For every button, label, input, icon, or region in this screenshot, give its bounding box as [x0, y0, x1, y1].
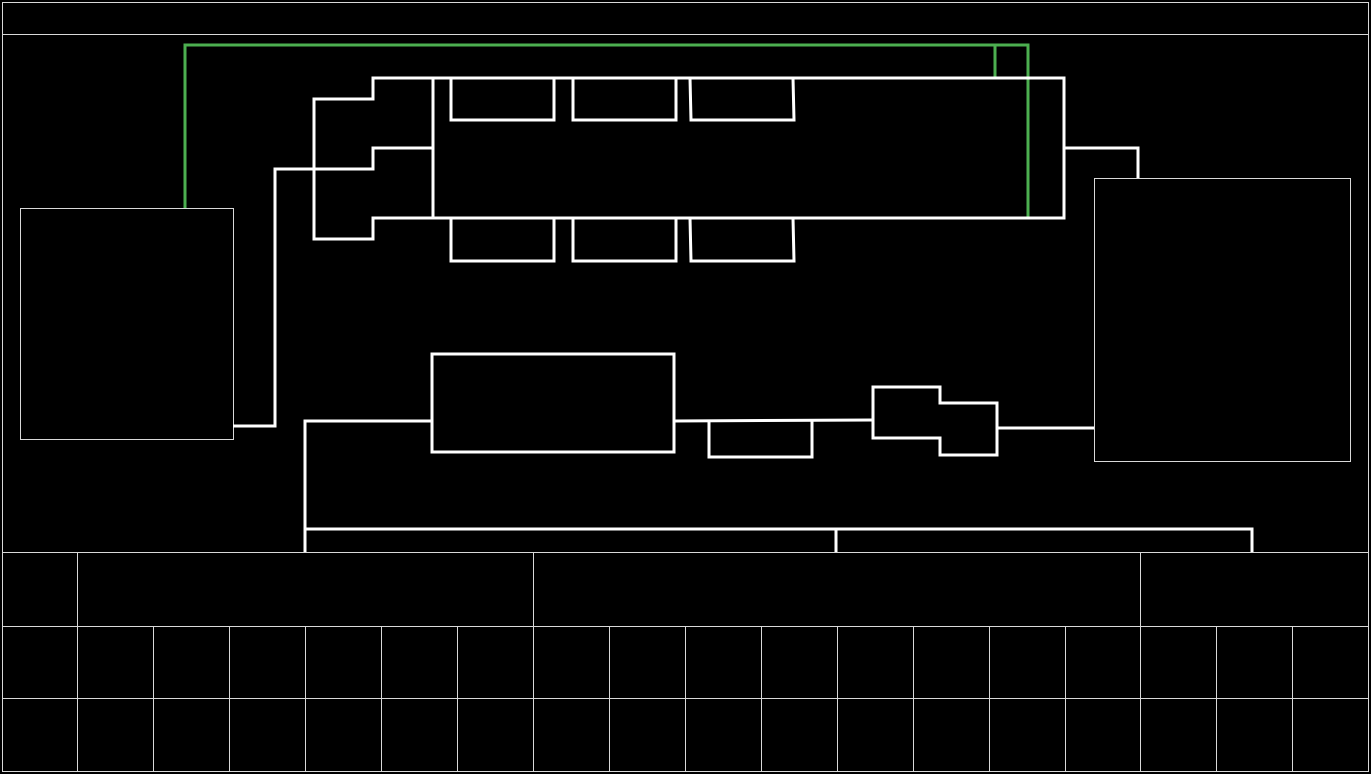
bottom-compartment-1[interactable]: [449, 218, 556, 263]
left-feed-line: [233, 167, 314, 428]
bottom-compartment-3[interactable]: [688, 217, 796, 263]
top-compartment-3[interactable]: [688, 77, 796, 122]
top-compartment-1[interactable]: [449, 78, 556, 122]
manifold-mid-step: [314, 146, 433, 171]
lower-link-line: [673, 418, 874, 423]
top-compartment-2[interactable]: [571, 78, 678, 122]
lower-stepped-unit[interactable]: [871, 385, 999, 457]
bottom-compartment-2[interactable]: [571, 218, 678, 263]
lower-small-unit[interactable]: [707, 421, 814, 459]
highlight-line: [183, 43, 1030, 218]
right-feed-line: [1064, 146, 1140, 178]
left-unit-box[interactable]: [20, 208, 234, 440]
main-vessel[interactable]: [431, 76, 1066, 220]
right-unit-box[interactable]: [1094, 178, 1351, 462]
bottom-header-line: [305, 527, 1254, 552]
lower-tank[interactable]: [430, 352, 676, 454]
lower-drop-line: [303, 419, 432, 552]
status-table: [2, 552, 1368, 772]
